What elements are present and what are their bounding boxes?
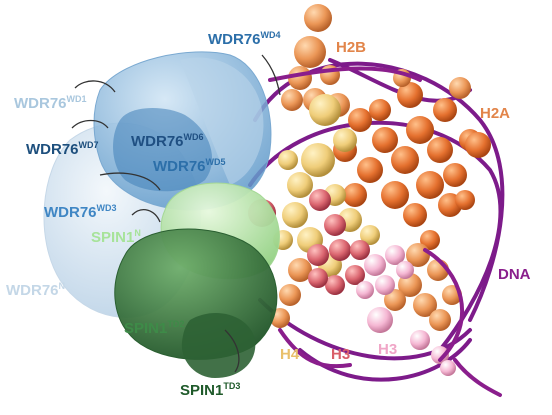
label-wdr76-wd3: WDR76WD3 [44, 203, 117, 221]
h2a-spheres [333, 82, 491, 250]
label-wdr76-n: WDR76N [6, 281, 65, 299]
label-wdr76-wd6: WDR76WD6 [131, 132, 204, 150]
spin1-td3-domain [181, 312, 256, 378]
label-dna: DNA [498, 266, 531, 283]
label-wdr76-wd1: WDR76WD1 [14, 94, 87, 112]
histone-core [248, 4, 491, 376]
h4-spheres [273, 94, 380, 277]
wdr76-wd6-region [113, 108, 213, 192]
leader-lines [71, 54, 281, 373]
label-h2a: H2A [480, 105, 510, 122]
label-h2b: H2B [336, 39, 366, 56]
label-spin1-td2: SPIN1TD2 [124, 319, 184, 337]
label-spin1-td3: SPIN1TD3 [180, 381, 240, 399]
spin1-surface [114, 182, 280, 378]
h3-variant-spheres [356, 245, 456, 376]
labels: WDR76WD4 H2B WDR76WD1 H2A WDR76WD7 WDR76… [6, 30, 531, 399]
dna-helix-front [268, 66, 502, 397]
wdr76-wd-highlight [180, 57, 264, 185]
label-h3-b: H3 [378, 341, 397, 358]
label-wdr76-wd7: WDR76WD7 [26, 140, 99, 158]
label-h4: H4 [280, 346, 300, 363]
label-wdr76-wd5: WDR76WD5 [153, 157, 226, 175]
label-h3-a: H3 [331, 346, 350, 363]
label-wdr76-wd4: WDR76WD4 [208, 30, 281, 48]
label-spin1-n: SPIN1N [91, 228, 141, 246]
